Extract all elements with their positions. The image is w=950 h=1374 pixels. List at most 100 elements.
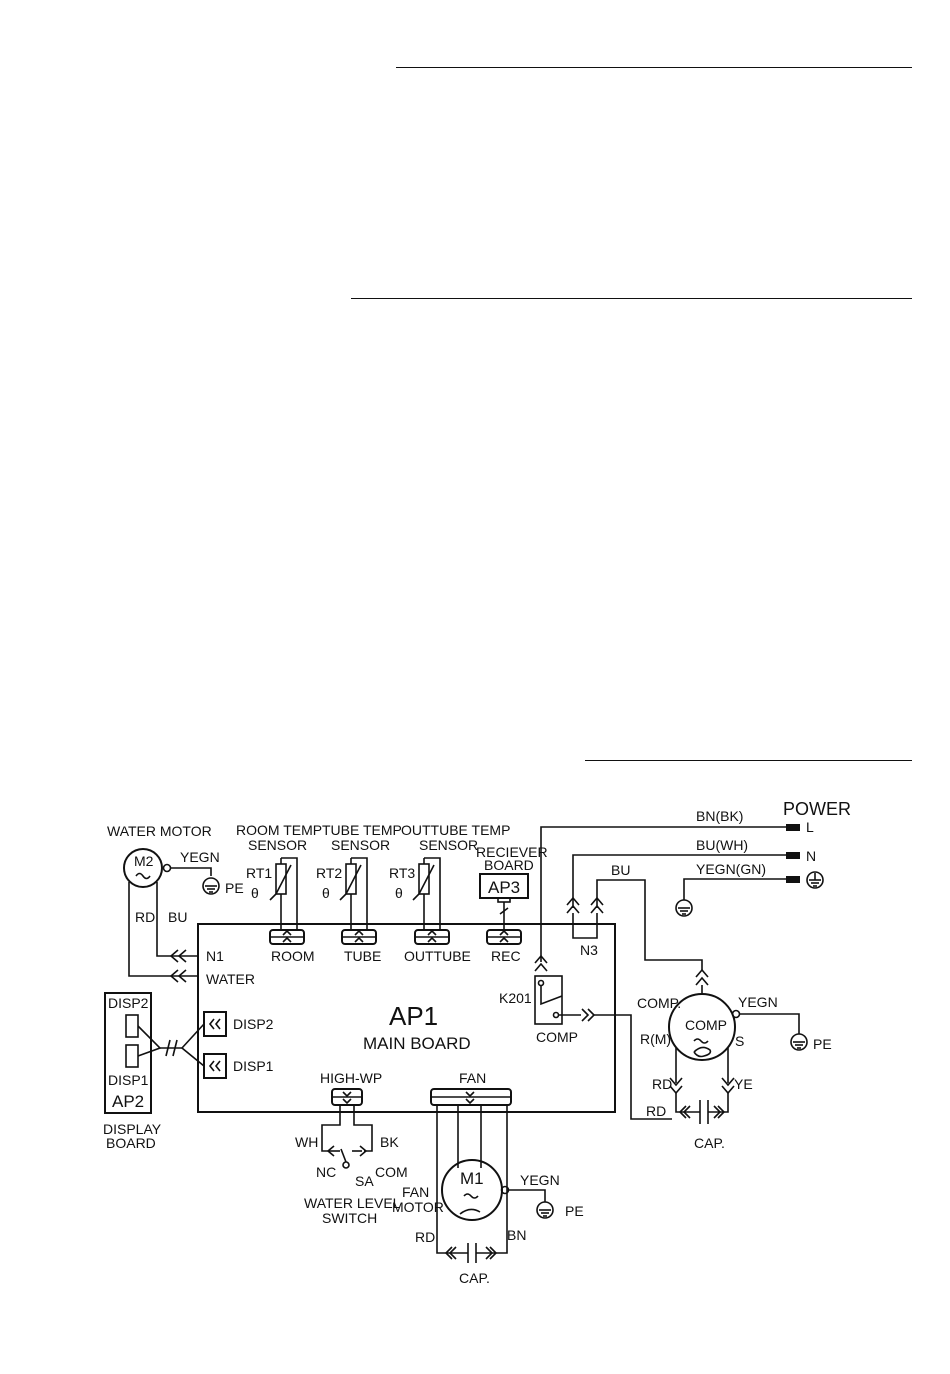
power-earth-icon	[806, 871, 824, 889]
power-label: POWER	[783, 799, 851, 819]
main-board-label: MAIN BOARD	[363, 1034, 471, 1053]
n3-connector: N3	[566, 896, 604, 958]
n1-arrow-a	[169, 949, 179, 963]
rt3-label: RT3	[389, 865, 415, 881]
connector-room: ROOM	[269, 929, 315, 964]
yegn-m1-label: YEGN	[520, 1172, 560, 1188]
rd-comp-label: RD	[652, 1076, 672, 1092]
terminal-l-label: L	[806, 819, 814, 835]
r-m-label: R(M)	[640, 1031, 671, 1047]
display-board-ap2: DISP2 DISP1 AP2	[104, 992, 152, 1114]
top-rule-1	[396, 67, 912, 68]
rd-m1-label: RD	[415, 1229, 435, 1245]
ye-comp-label: YE	[734, 1076, 753, 1092]
n1-arrow-b	[177, 949, 187, 963]
connector-tube: TUBE	[341, 929, 381, 964]
water-motor-label: WATER MOTOR	[107, 823, 212, 839]
n3-label: N3	[580, 942, 598, 958]
water-arrow-a	[169, 969, 179, 983]
room-port-label: ROOM	[271, 948, 315, 964]
connector-disp2: DISP2	[203, 1011, 274, 1037]
yegn-comp-label: YEGN	[738, 994, 778, 1010]
fan-capacitor: CAP.	[436, 1243, 508, 1286]
relay-k201: K201 COMP	[499, 954, 596, 1045]
earth-icon-comp	[790, 1033, 808, 1051]
main-board-ap1	[197, 923, 616, 1113]
wire-bu-wh-label: BU(WH)	[696, 837, 748, 853]
disp2-left-label: DISP2	[108, 995, 149, 1011]
tube-port-label: TUBE	[344, 948, 381, 964]
disp2-port-label: DISP2	[233, 1016, 274, 1032]
power-terminals: POWER L N	[783, 799, 851, 889]
n1-port-label: N1	[206, 948, 224, 964]
sensor-rt2: RT2 θ	[316, 857, 368, 930]
rec-port-label: REC	[491, 948, 521, 964]
nc-label: NC	[316, 1164, 336, 1180]
theta-rt2: θ	[322, 885, 330, 901]
earth-icon-m1	[536, 1201, 554, 1219]
k201-label: K201	[499, 990, 532, 1006]
earth-icon-power	[675, 899, 693, 917]
receiver-board-ap3: AP3	[479, 873, 529, 930]
comp-relay-label: COMP	[536, 1029, 578, 1045]
m1-label: M1	[460, 1169, 484, 1188]
compressor: COMP. COMP R(M) S YEGN PE RD YE	[637, 968, 832, 1095]
water-port-label: WATER	[206, 971, 255, 987]
ap1-label: AP1	[389, 1001, 438, 1031]
top-rule-3	[585, 760, 912, 761]
connector-fan	[430, 1088, 512, 1106]
water-motor-m2: M2	[123, 848, 172, 888]
display-cable	[137, 1023, 205, 1067]
wire-bu-comp: BU	[596, 862, 703, 970]
wire-yegn-gn-label: YEGN(GN)	[696, 861, 766, 877]
comp-circle-label: COMP	[685, 1017, 727, 1033]
water-level-switch: WH BK NC SA COM WATER LEVEL SWITCH	[295, 1105, 408, 1226]
wire-rd-m2	[128, 882, 198, 977]
sensor-rt3: RT3 θ	[389, 857, 441, 930]
pe-m1-label: PE	[565, 1203, 584, 1219]
fan-motor-m1: M1 FAN MOTOR YEGN PE RD BN	[392, 1105, 584, 1250]
s-label: S	[735, 1033, 744, 1049]
wls-label-2: SWITCH	[322, 1210, 377, 1226]
wire-yegn-comp	[739, 1013, 800, 1034]
display-board-label-1: DISPLAY	[103, 1121, 162, 1137]
receiver-label-2: BOARD	[484, 857, 534, 873]
pe-comp-label: PE	[813, 1036, 832, 1052]
comp-dot-label: COMP.	[637, 995, 681, 1011]
tube-temp-label-1: TUBE TEMP	[322, 822, 402, 838]
room-temp-label-1: ROOM TEMP	[236, 822, 322, 838]
wire-yegn-m2	[170, 867, 212, 876]
disp1-port-label: DISP1	[233, 1058, 274, 1074]
terminal-l	[786, 824, 800, 831]
terminal-earth	[786, 876, 800, 883]
connector-high-wp	[331, 1088, 363, 1106]
connector-rec: REC	[486, 929, 522, 964]
bu-m2-label: BU	[168, 909, 187, 925]
high-wp-label: HIGH-WP	[320, 1070, 382, 1086]
rd-m2-label: RD	[135, 909, 155, 925]
wire-bu-wh: BU(WH)	[572, 837, 786, 908]
com-label: COM	[375, 1164, 408, 1180]
wire-rd-cap	[594, 1014, 672, 1120]
wire-bn-bk-label: BN(BK)	[696, 808, 743, 824]
ap2-label: AP2	[112, 1092, 144, 1111]
sa-label: SA	[355, 1173, 374, 1189]
connector-disp1: DISP1	[203, 1053, 274, 1079]
sensor-rt1: RT1 θ	[246, 857, 298, 930]
top-rule-2	[351, 298, 912, 299]
bn-m1-label: BN	[507, 1227, 526, 1243]
wls-label-1: WATER LEVEL	[304, 1195, 401, 1211]
wire-bu-label: BU	[611, 862, 630, 878]
terminal-n	[786, 852, 800, 859]
theta-rt1: θ	[251, 885, 259, 901]
outtube-temp-label-1: OUTTUBE TEMP	[401, 822, 510, 838]
rt1-label: RT1	[246, 865, 272, 881]
fan-motor-label-2: MOTOR	[392, 1199, 444, 1215]
yegn-m2-label: YEGN	[180, 849, 220, 865]
compressor-capacitor: CAP.	[675, 1093, 729, 1151]
rd-cap-label: RD	[646, 1103, 666, 1119]
fan-port-label: FAN	[459, 1070, 486, 1086]
tube-temp-label-2: SENSOR	[331, 837, 390, 853]
theta-rt3: θ	[395, 885, 403, 901]
